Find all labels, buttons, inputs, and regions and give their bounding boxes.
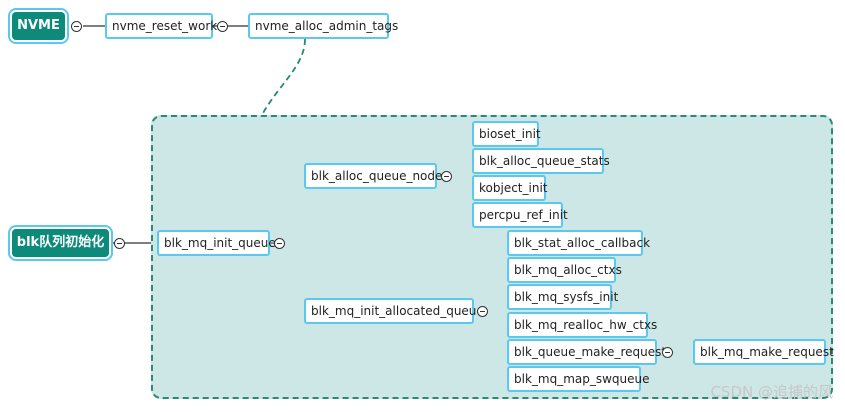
collapse-toggle-icon[interactable] (477, 306, 488, 317)
node-blk-alloc-queue-node[interactable]: blk_alloc_queue_node (304, 163, 442, 189)
node-blk-mq-sysfs-init[interactable]: blk_mq_sysfs_init (507, 284, 618, 310)
node-blk-mq-alloc-ctxs[interactable]: blk_mq_alloc_ctxs (507, 257, 622, 283)
node-blk-alloc-queue-stats[interactable]: blk_alloc_queue_stats (472, 148, 610, 174)
collapse-toggle-icon[interactable] (662, 347, 673, 358)
collapse-toggle-icon[interactable] (274, 238, 285, 249)
root-nvme[interactable]: NVME (12, 12, 65, 40)
root-blk-queue-init[interactable]: blk队列初始化 (12, 229, 109, 257)
node-nvme-alloc-admin-tags[interactable]: nvme_alloc_admin_tags (248, 13, 398, 39)
collapse-toggle-icon[interactable] (217, 21, 228, 32)
node-nvme-reset-work[interactable]: nvme_reset_work (105, 13, 217, 39)
collapse-toggle-icon[interactable] (71, 21, 82, 32)
node-blk-mq-realloc-hw-ctxs[interactable]: blk_mq_realloc_hw_ctxs (507, 312, 657, 338)
node-blk-mq-init-queue[interactable]: blk_mq_init_queue (157, 230, 276, 256)
node-bioset-init[interactable]: bioset_init (472, 121, 541, 147)
watermark-text: CSDN @追捕的风 (710, 383, 833, 401)
collapse-toggle-icon[interactable] (441, 171, 452, 182)
collapse-toggle-icon[interactable] (114, 238, 125, 249)
node-blk-stat-alloc-callback[interactable]: blk_stat_alloc_callback (507, 230, 650, 256)
node-blk-mq-make-request[interactable]: blk_mq_make_request (693, 339, 834, 365)
node-blk-queue-make-request[interactable]: blk_queue_make_request (507, 339, 666, 365)
node-percpu-ref-init[interactable]: percpu_ref_init (472, 202, 568, 228)
node-kobject-init[interactable]: kobject_init (472, 175, 547, 201)
node-blk-mq-init-allocated-queue[interactable]: blk_mq_init_allocated_queue (304, 298, 484, 324)
node-blk-mq-map-swqueue[interactable]: blk_mq_map_swqueue (507, 366, 650, 392)
